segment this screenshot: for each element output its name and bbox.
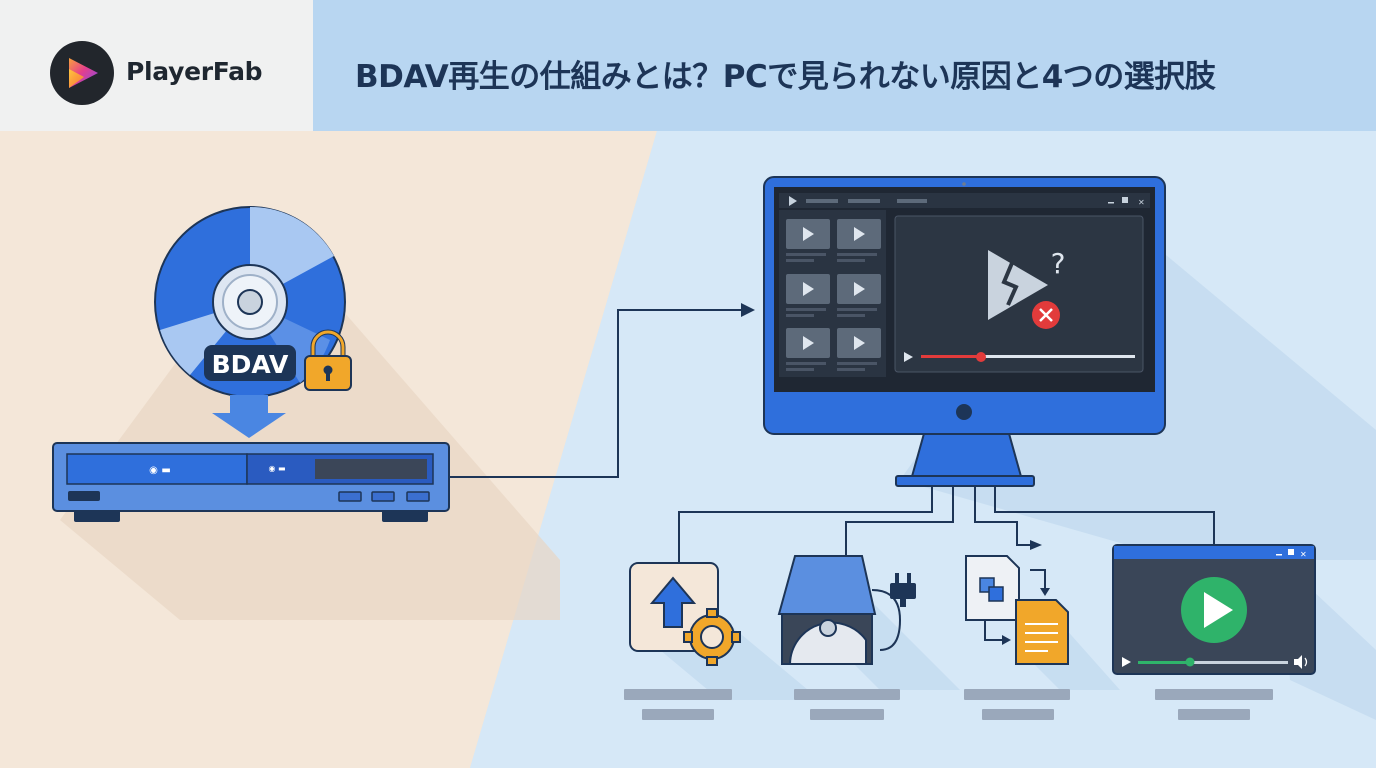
broken-play-icon bbox=[988, 250, 1048, 320]
bdav-label-text: BDAV bbox=[212, 350, 289, 379]
desktop-monitor-icon: ✕ ? bbox=[763, 176, 1166, 487]
arrow-down-icon bbox=[212, 395, 286, 438]
option-4-label-bar bbox=[1155, 689, 1273, 700]
blu-ray-recorder-icon: ◉ ▬ ◉ ▬ bbox=[52, 442, 450, 522]
title-band bbox=[313, 0, 1376, 131]
option-3-label-bar bbox=[964, 689, 1070, 700]
option-2-label-bar bbox=[794, 689, 900, 700]
branch-lines bbox=[678, 486, 1215, 563]
option-4-sub-bar bbox=[1178, 709, 1250, 720]
file-convert-icon bbox=[965, 555, 1069, 665]
svg-text:✕: ✕ bbox=[1138, 198, 1145, 207]
left-panel-bg bbox=[0, 131, 657, 768]
option-1-sub-bar bbox=[642, 709, 714, 720]
option-3-sub-bar bbox=[982, 709, 1054, 720]
error-x-icon bbox=[1032, 301, 1060, 329]
question-mark: ? bbox=[1051, 247, 1066, 280]
page-title: BDAV再生の仕組みとは？PCで見られない原因と4つの選択肢 bbox=[355, 59, 1216, 95]
right-panel-bg bbox=[470, 131, 1376, 768]
brand-name[interactable]: PlayerFab bbox=[126, 57, 263, 86]
svg-text:◉ ▬: ◉ ▬ bbox=[149, 465, 171, 476]
option-1-label-bar bbox=[624, 689, 732, 700]
bdav-label: BDAV bbox=[204, 345, 296, 381]
media-player-icon: ✕ bbox=[1112, 544, 1316, 675]
upload-settings-icon bbox=[629, 562, 741, 666]
svg-text:✕: ✕ bbox=[1300, 550, 1307, 559]
option-2-sub-bar bbox=[810, 709, 884, 720]
padlock-icon bbox=[304, 329, 352, 391]
playerfab-logo-icon bbox=[50, 41, 114, 105]
svg-text:◉ ▬: ◉ ▬ bbox=[268, 464, 285, 473]
blu-ray-disc-icon bbox=[154, 206, 346, 398]
external-drive-icon bbox=[777, 555, 916, 665]
